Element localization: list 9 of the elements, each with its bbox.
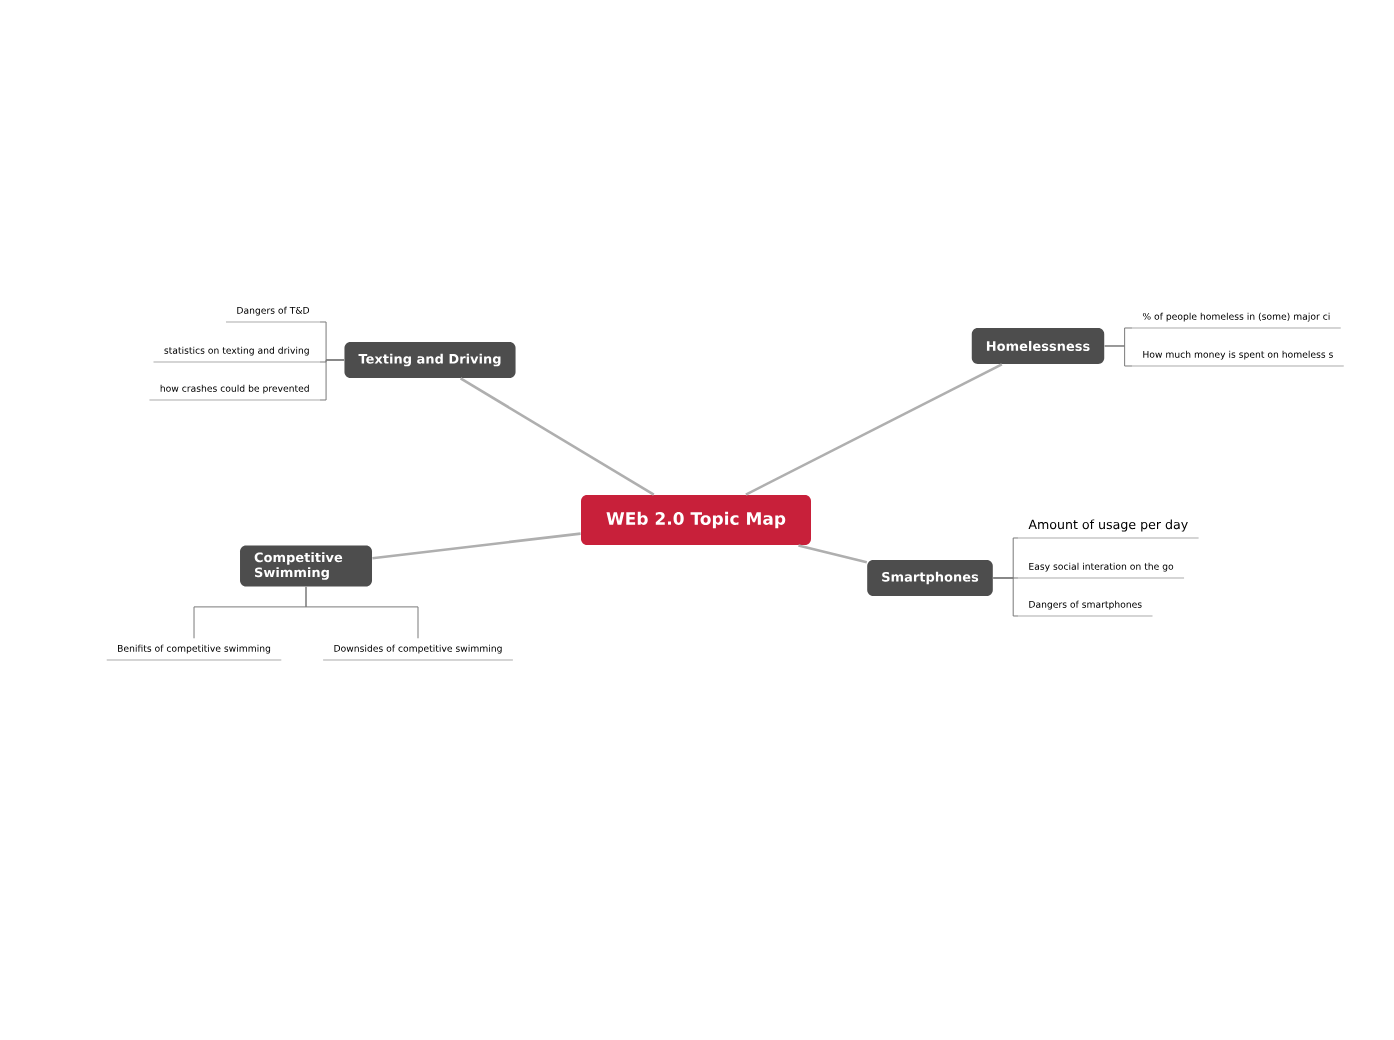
connector-line [745,363,1003,496]
connector-line [992,577,1019,617]
central-topic-box: WEb 2.0 Topic Map [581,495,811,545]
connector-line [798,544,868,564]
connector-line [1104,345,1133,367]
connector-line [319,359,345,401]
connector-line [305,586,419,639]
connector-line [459,377,655,496]
connector-line [372,532,581,560]
